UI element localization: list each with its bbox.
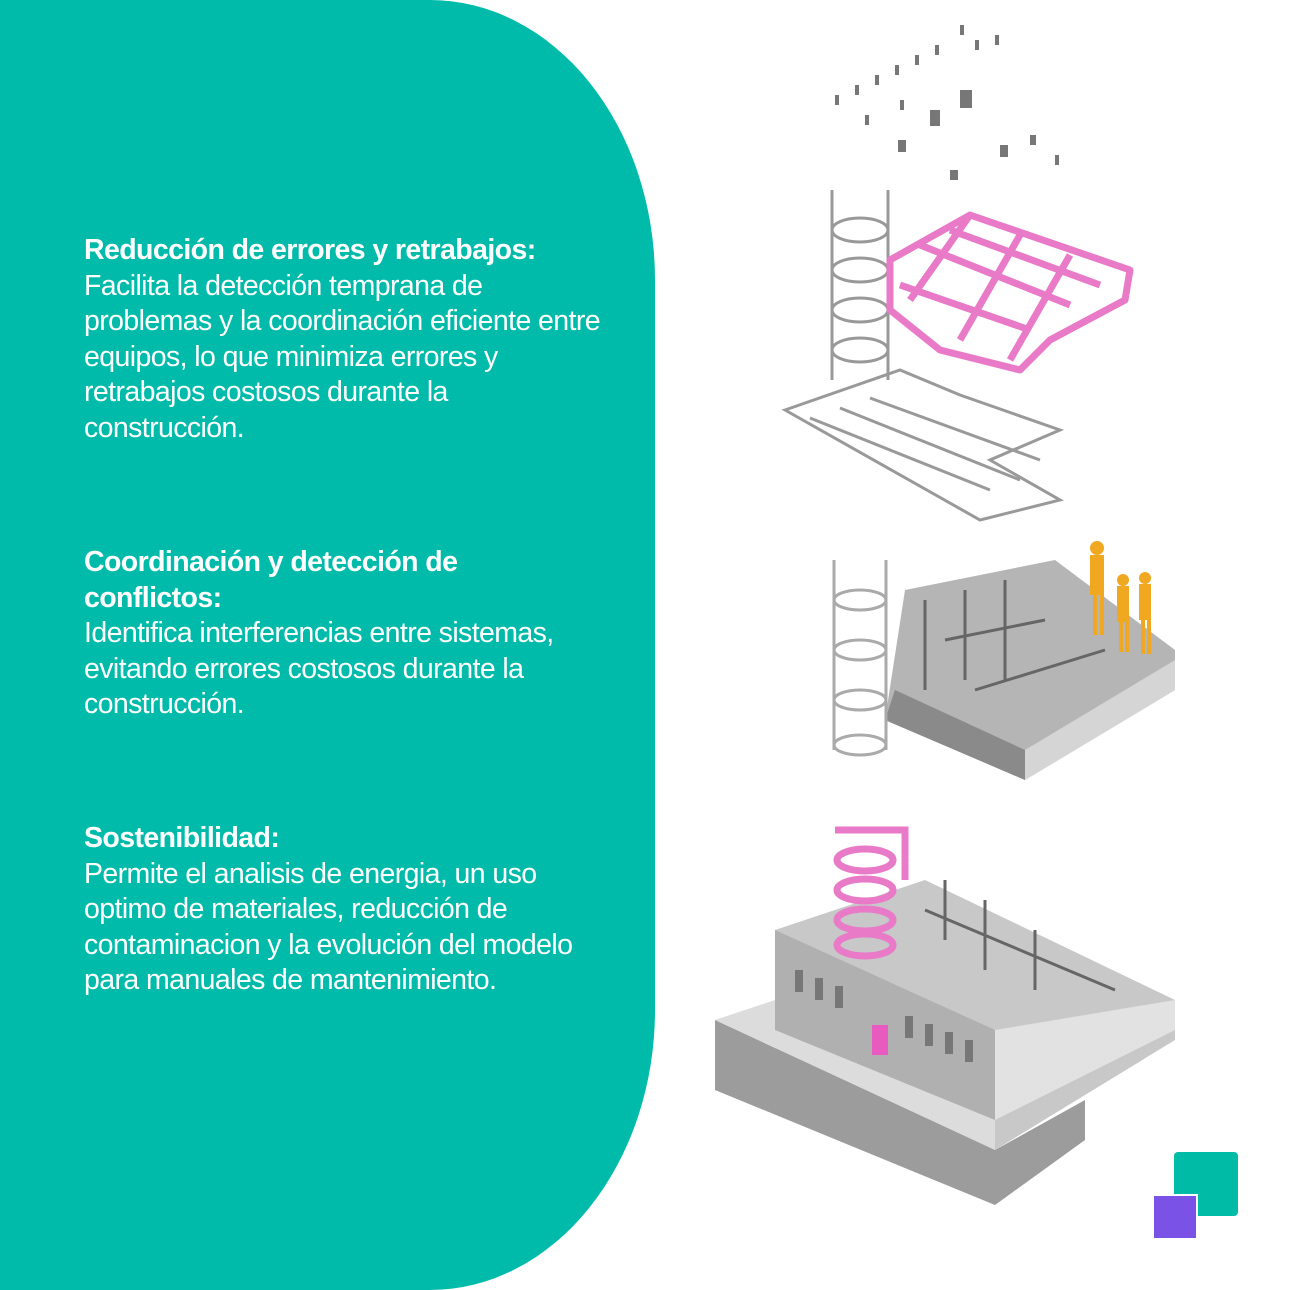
structure-model-illustration <box>781 25 1134 522</box>
section-coordination: Coordinación y detección de conflictos: … <box>84 545 644 723</box>
teal-panel <box>0 0 655 1290</box>
interior-model-illustration <box>832 541 1175 780</box>
section-errors: Reducción de errores y retrabajos: Facil… <box>84 233 644 446</box>
section-sustainability: Sostenibilidad: Permite el analisis de e… <box>84 821 644 999</box>
section-body: Identifica interferencias entre sistemas… <box>84 617 554 720</box>
section-body: Facilita la detección temprana de proble… <box>84 269 601 444</box>
section-heading: Coordinación y detección de conflictos: <box>84 546 458 614</box>
building-model-illustration <box>715 826 1175 1205</box>
section-heading: Reducción de errores y retrabajos: <box>84 234 536 266</box>
section-heading: Sostenibilidad: <box>84 822 280 854</box>
section-body: Permite el analisis de energia, un uso o… <box>84 857 573 997</box>
brand-logo <box>1152 1152 1238 1240</box>
logo-purple-square <box>1152 1194 1198 1240</box>
